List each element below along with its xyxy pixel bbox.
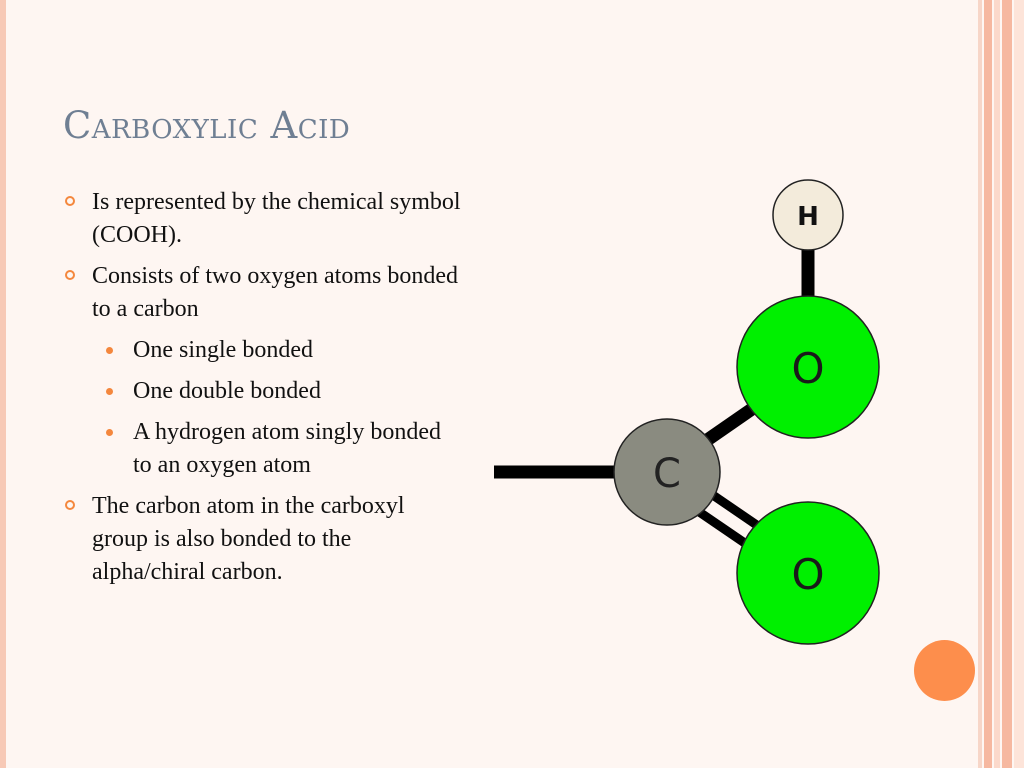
sub-bullet-item: One double bonded xyxy=(62,375,462,408)
carboxyl-group-diagram: H O O C xyxy=(494,179,880,645)
sub-bullet-item: One single bonded xyxy=(62,334,462,367)
bullet-item: Consists of two oxygen atoms bonded to a… xyxy=(62,260,462,326)
bullet-text: Consists of two oxygen atoms bonded to a… xyxy=(92,263,458,322)
ring-bullet-icon xyxy=(65,270,75,280)
sub-bullet-text: One double bonded xyxy=(133,378,321,404)
bond-c-o-double-1 xyxy=(689,503,755,552)
dot-bullet-icon xyxy=(106,347,113,354)
bullet-item: Is represented by the chemical symbol (C… xyxy=(62,186,462,252)
decorative-orange-dot xyxy=(914,640,975,701)
bullet-text: The carbon atom in the carboxyl group is… xyxy=(92,493,405,585)
oxygen-atom-bottom xyxy=(736,501,880,645)
hydrogen-label: H xyxy=(797,202,819,232)
oxygen-atom-top xyxy=(736,295,880,439)
carbon-atom xyxy=(613,418,721,526)
right-decorative-stripes xyxy=(978,0,1024,768)
dot-bullet-icon xyxy=(106,388,113,395)
sub-bullet-item: A hydrogen atom singly bonded to an oxyg… xyxy=(62,416,462,482)
carbon-label: C xyxy=(653,451,681,497)
left-border xyxy=(0,0,6,768)
slide-title: Carboxylic Acid xyxy=(63,104,351,147)
bullet-text: Is represented by the chemical symbol (C… xyxy=(92,189,461,248)
ring-bullet-icon xyxy=(65,500,75,510)
dot-bullet-icon xyxy=(106,429,113,436)
bullet-list: Is represented by the chemical symbol (C… xyxy=(62,186,462,597)
hydrogen-atom xyxy=(772,179,844,251)
sub-bullet-text: A hydrogen atom singly bonded to an oxyg… xyxy=(133,419,441,478)
sub-bullet-text: One single bonded xyxy=(133,337,313,363)
ring-bullet-icon xyxy=(65,196,75,206)
oxygen-bottom-label: O xyxy=(791,550,824,599)
oxygen-top-label: O xyxy=(791,344,824,393)
bullet-item: The carbon atom in the carboxyl group is… xyxy=(62,490,462,589)
